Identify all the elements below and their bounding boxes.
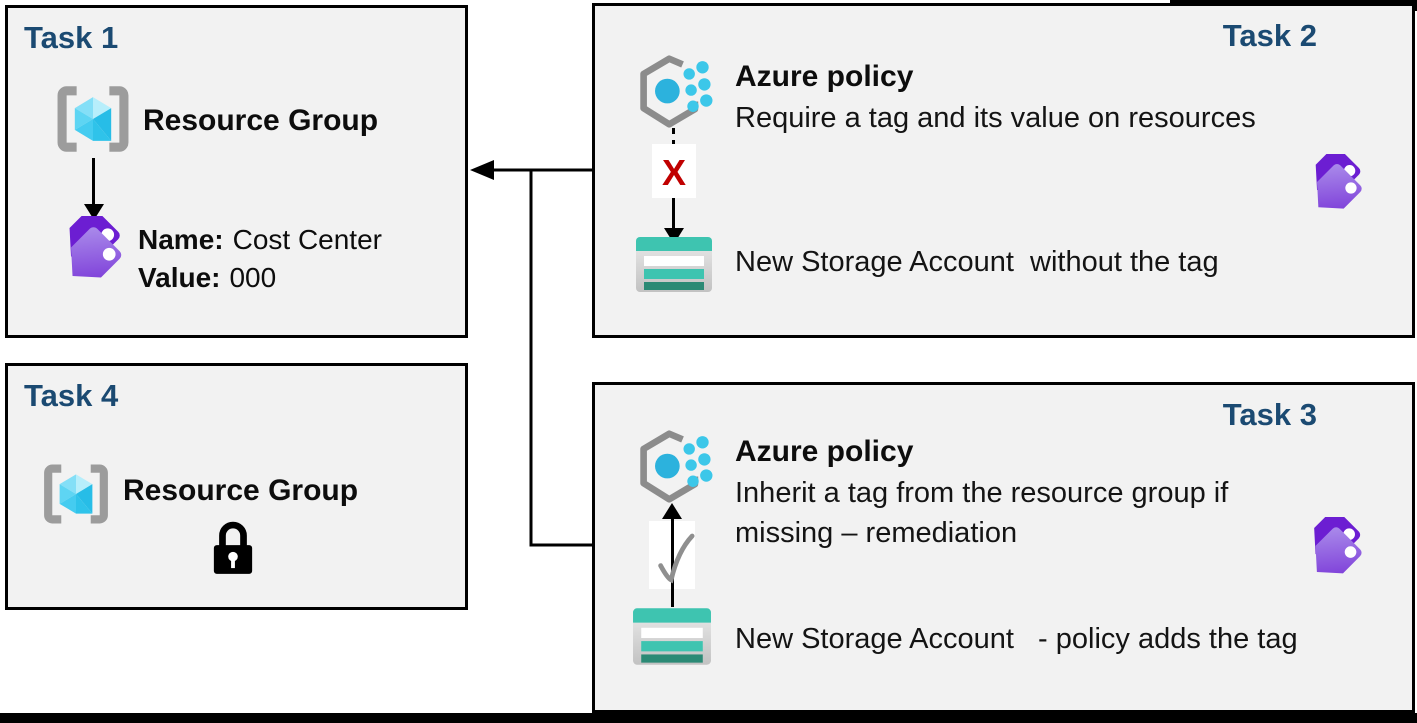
azure-policy-icon [640, 55, 713, 128]
policy-title: Azure policy [735, 60, 914, 93]
lock-icon [213, 521, 253, 574]
storage-account-icon [633, 608, 711, 665]
deny-chip [652, 144, 696, 198]
storage-caption: New Storage Account - policy adds the ta… [735, 623, 1298, 655]
task1-title: Task 1 [24, 20, 119, 55]
task1-box: Task 1 Resource Group [5, 5, 468, 338]
check-icon [658, 533, 695, 584]
storage-to-policy-line [671, 517, 674, 607]
tag-name-line: Name:Cost Center [138, 224, 382, 255]
tag-name-value-text: Name:Cost Center Value:000 [138, 221, 382, 297]
tag-icon [69, 216, 122, 278]
azure-policy-icon [640, 430, 713, 503]
resource-group-label: Resource Group [123, 474, 359, 507]
resource-group-icon [44, 464, 108, 524]
task3-title: Task 3 [1222, 397, 1317, 432]
task4-box: Task 4 Resource Group [5, 363, 468, 610]
task2-title: Task 2 [1222, 18, 1317, 53]
rg-to-tag-line [92, 158, 95, 206]
policy-description-line2: missing – remediation [735, 517, 1018, 549]
bottom-black-bar [0, 713, 1417, 723]
storage-caption: New Storage Account without the tag [735, 246, 1219, 278]
task3-box: Task 3 Azure policy Inherit a tag from t… [592, 382, 1415, 713]
policy-title: Azure policy [735, 435, 914, 468]
task2-box: Task 2 Azure policy Require a tag and it… [592, 3, 1415, 338]
arrowhead-left-icon [470, 160, 494, 180]
tag-value-line: Value:000 [138, 262, 277, 293]
resource-group-label: Resource Group [143, 104, 379, 137]
deny-x-icon: X [661, 152, 686, 193]
tag-icon [1315, 154, 1362, 209]
policy-description: Require a tag and its value on resources [735, 102, 1256, 134]
arrowhead-up-icon [662, 503, 682, 519]
storage-account-icon [636, 237, 712, 292]
deny-to-storage-line [672, 198, 675, 230]
resource-group-icon [57, 86, 129, 152]
tag-icon [1314, 517, 1362, 574]
policy-dashed-line [672, 128, 675, 146]
policy-description-line1: Inherit a tag from the resource group if [735, 477, 1229, 509]
task4-title: Task 4 [24, 378, 119, 413]
